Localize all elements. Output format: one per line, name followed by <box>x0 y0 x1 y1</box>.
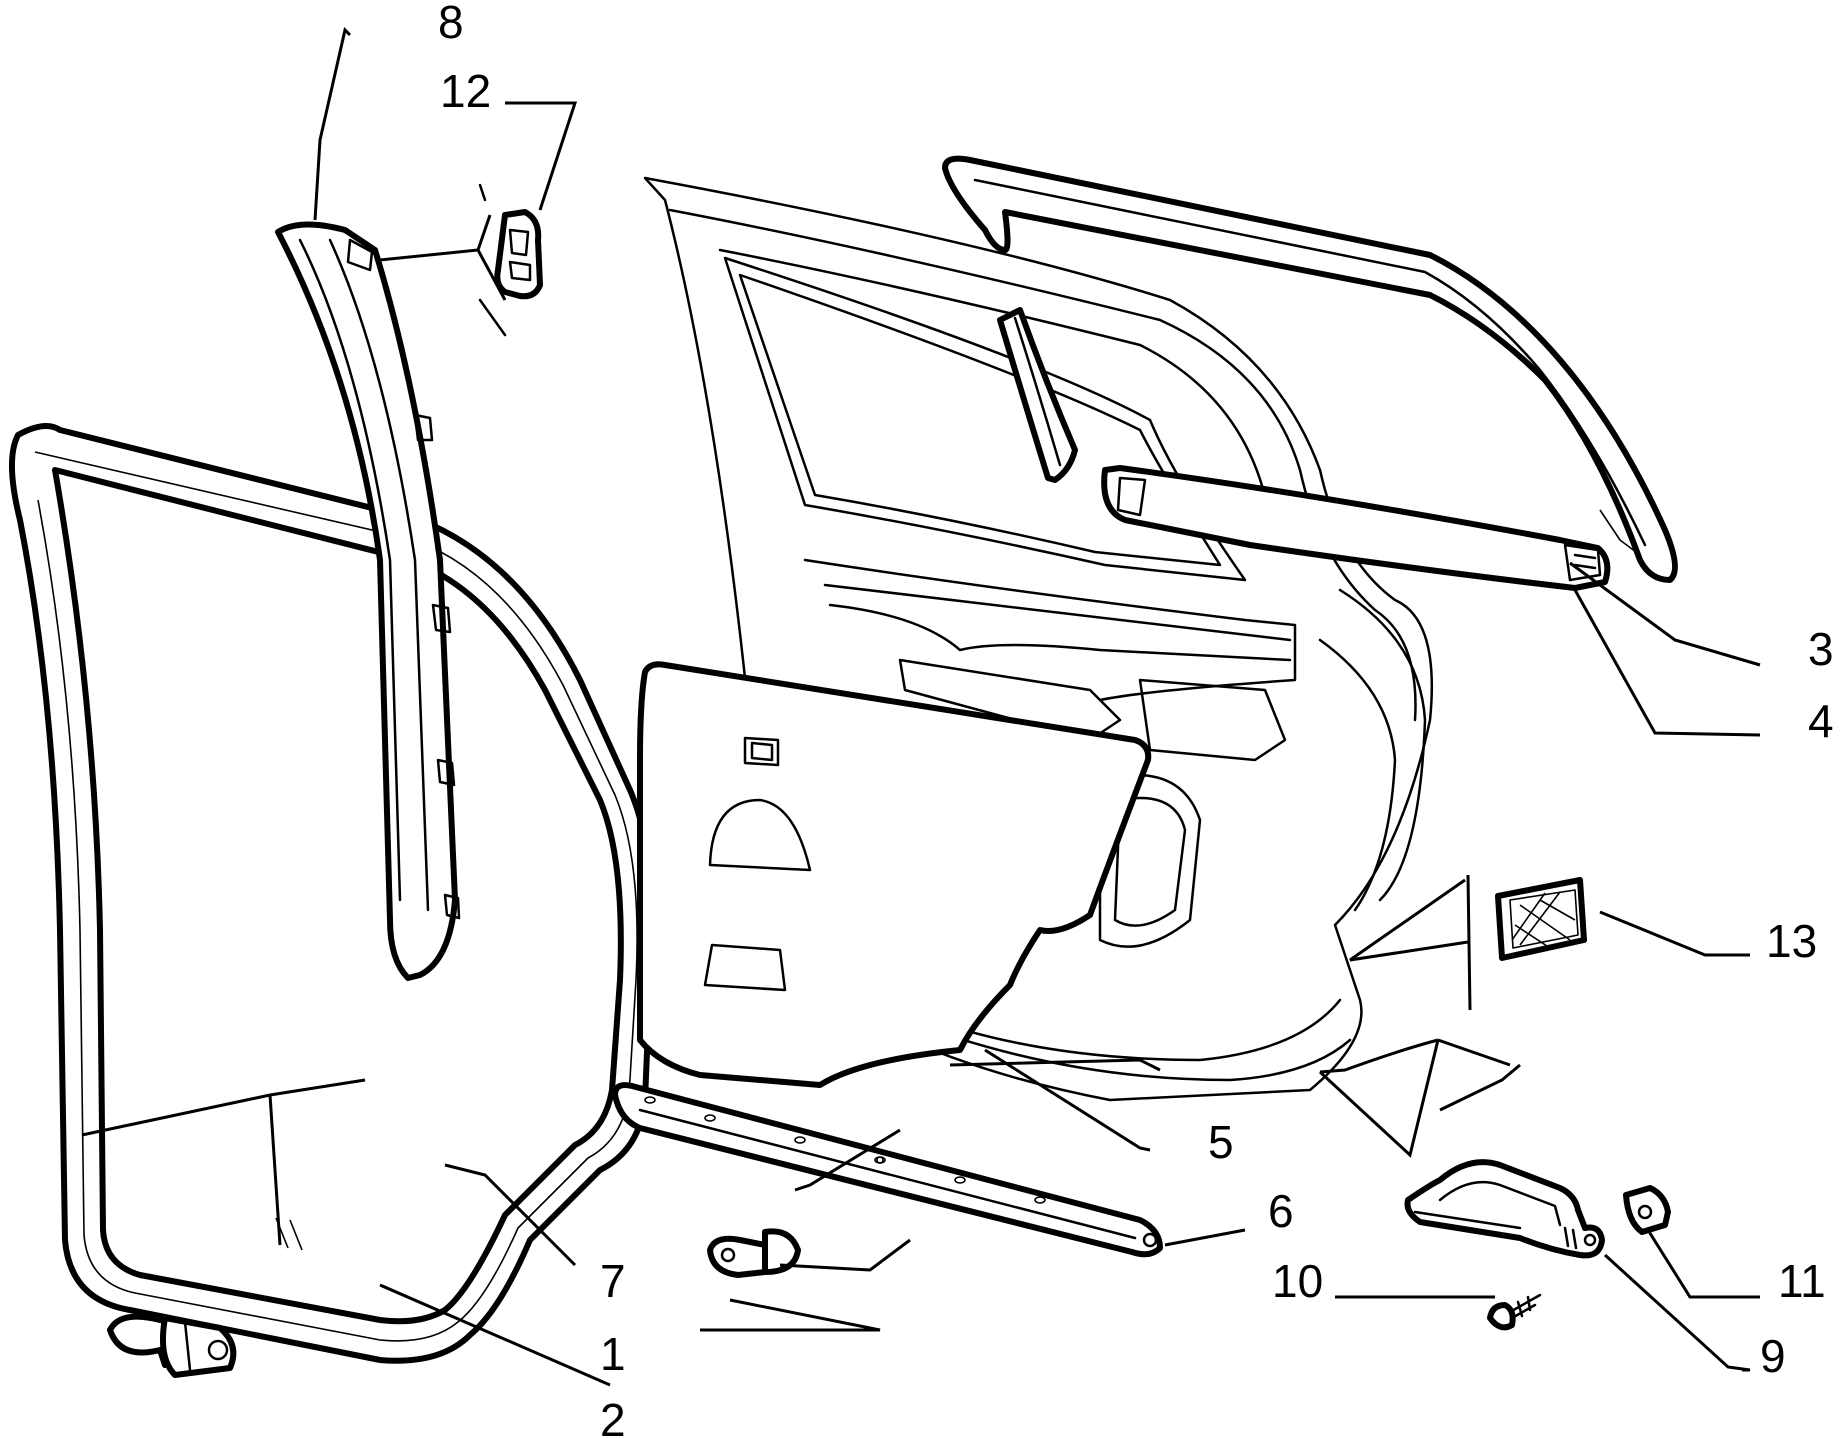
inner-glass-run <box>997 307 1078 483</box>
callout-3: 3 <box>1808 623 1834 675</box>
window-frame-seal <box>942 155 1678 583</box>
sill-trim-strip <box>612 1082 1163 1258</box>
reflector <box>1495 877 1587 961</box>
callout-7: 7 <box>600 1255 626 1307</box>
callout-6: 6 <box>1268 1185 1294 1237</box>
callout-8: 8 <box>438 0 464 48</box>
door-pull-handle <box>1404 1159 1605 1259</box>
callout-4: 4 <box>1808 695 1834 747</box>
callout-10: 10 <box>1272 1255 1323 1307</box>
callout-11: 11 <box>1778 1255 1826 1307</box>
screw <box>1487 1293 1542 1331</box>
push-in-fastener <box>707 1228 801 1278</box>
callout-1: 1 <box>600 1328 626 1380</box>
clip <box>478 183 543 337</box>
bumper-plug <box>107 1313 237 1378</box>
leader-lines <box>81 27 1761 1387</box>
clip-nut <box>1623 1185 1671 1235</box>
vertical-guide-channel <box>275 221 461 981</box>
callout-9: 9 <box>1760 1330 1786 1382</box>
callout-5: 5 <box>1208 1116 1234 1168</box>
callout-2: 2 <box>600 1394 626 1438</box>
door-trim-panel <box>637 661 1152 1088</box>
belt-moulding-strip <box>1101 465 1611 591</box>
door-frame-seal <box>9 423 656 1364</box>
callout-13: 13 <box>1766 915 1817 967</box>
callout-numbers: 1 2 3 4 5 6 7 8 9 10 11 12 13 <box>438 0 1834 1438</box>
callout-12: 12 <box>440 65 491 117</box>
